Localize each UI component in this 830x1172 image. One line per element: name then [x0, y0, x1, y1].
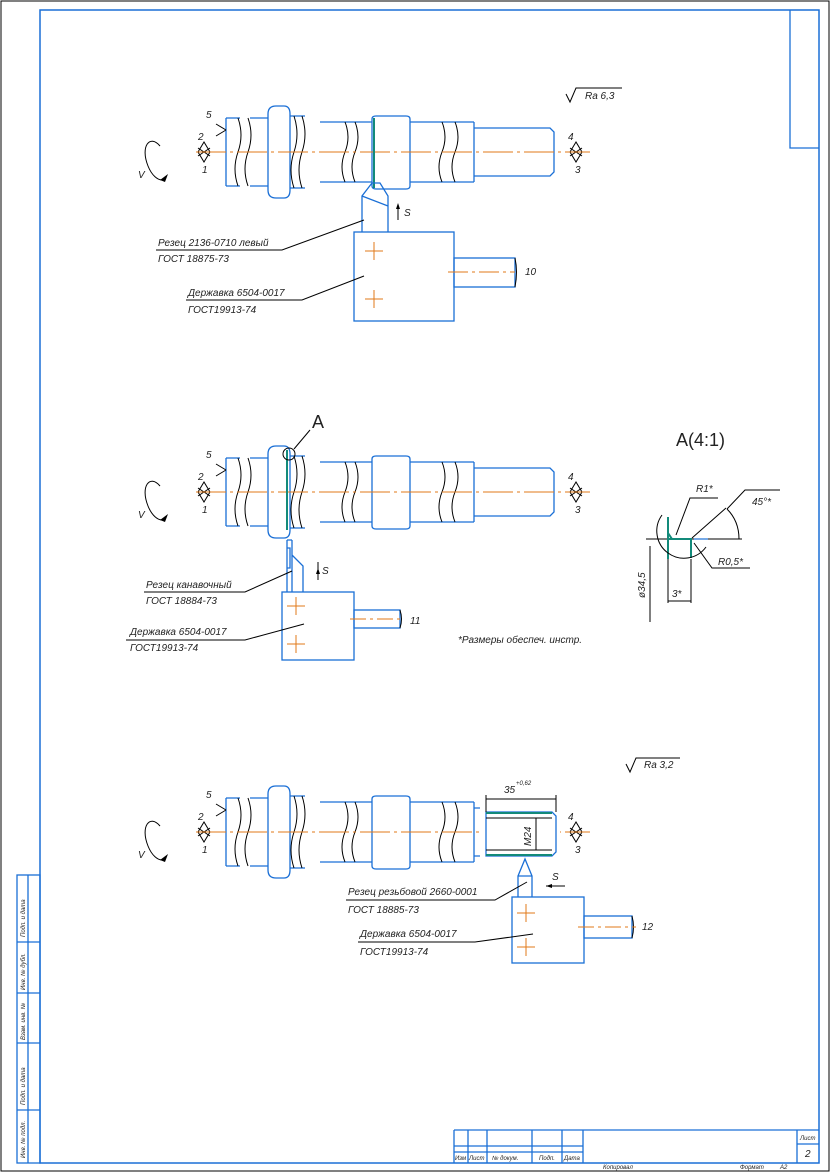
- stamp-inv-podl: Инв. № подл.: [20, 1121, 27, 1158]
- view-label-a: А: [312, 412, 324, 432]
- format-label: Формат: [740, 1165, 764, 1171]
- sheet-number: 2: [804, 1149, 811, 1160]
- cutter-label: Резец канавочный: [146, 580, 232, 591]
- col-podp: Подп.: [539, 1156, 555, 1162]
- copied-label: Копировал: [603, 1165, 633, 1171]
- base-mark: 3: [575, 505, 581, 516]
- base-mark: 4: [568, 812, 574, 823]
- base-mark: 1: [202, 505, 208, 516]
- operation-number: 12: [642, 922, 654, 933]
- operation-11: А 5 2 1 4 3 V S Резец канавочный ГОСТ 18…: [126, 412, 591, 661]
- feed-label: S: [322, 566, 329, 577]
- feed-label: S: [552, 872, 559, 883]
- base-mark: 4: [568, 472, 574, 483]
- operation-12: Ra 3,2 35 +0,62 M24 5 2 1 4 3 V S Резец …: [138, 757, 680, 964]
- cutter-std: ГОСТ 18875-73: [158, 254, 229, 265]
- holder-std: ГОСТ19913-74: [188, 305, 257, 316]
- stamp-inv-dubl: Инв. № дубл.: [20, 953, 27, 990]
- operation-10: Ra 6,3 5 2 1 4 3 V S Резец 2136-0710 лев…: [138, 87, 622, 322]
- base-mark: 3: [575, 165, 581, 176]
- base-mark: 5: [206, 110, 212, 121]
- base-mark: 4: [568, 132, 574, 143]
- base-mark: 1: [202, 165, 208, 176]
- side-stamp: Инв. № подл. Подп. и дата Взам. инв. № И…: [16, 874, 41, 1164]
- cutter-label: Резец резьбовой 2660-0001: [348, 886, 477, 898]
- width-3: 3*: [672, 589, 683, 600]
- length-35: 35: [504, 785, 516, 796]
- feed-label: S: [404, 208, 411, 219]
- roughness-12: Ra 3,2: [644, 760, 674, 771]
- stamp-podp-data-1: Подп. и дата: [21, 1067, 27, 1105]
- base-mark: 1: [202, 845, 208, 856]
- operation-number: 10: [525, 267, 537, 278]
- shaft-11: [144, 445, 591, 539]
- rotation-label: V: [138, 850, 146, 861]
- holder-label: Державка 6504-0017: [187, 288, 285, 299]
- title-block: Изм Лист № докум. Подп. Дата Лист 2 Копи…: [453, 1129, 819, 1171]
- angle-45: 45°*: [752, 497, 772, 508]
- col-list: Лист: [468, 1156, 484, 1162]
- shaft-10: [144, 105, 591, 199]
- base-mark: 3: [575, 845, 581, 856]
- base-mark: 5: [206, 790, 212, 801]
- radius-r05: R0,5*: [718, 557, 744, 568]
- roughness-10: Ra 6,3: [585, 91, 615, 102]
- base-mark: 2: [197, 472, 204, 483]
- diameter-34-5: ø34,5: [637, 572, 648, 598]
- col-izm: Изм: [455, 1156, 466, 1162]
- holder-label: Державка 6504-0017: [359, 929, 457, 940]
- sheet-label: Лист: [799, 1136, 815, 1142]
- base-mark: 5: [206, 450, 212, 461]
- holder-std: ГОСТ19913-74: [360, 947, 429, 958]
- detail-a: А(4:1) R1* 45°* R0,5* 3* ø34,5: [637, 430, 780, 622]
- rotation-label: V: [138, 170, 146, 181]
- holder-std: ГОСТ19913-74: [130, 643, 199, 654]
- cutter-label: Резец 2136-0710 левый: [158, 238, 269, 249]
- detail-title: А(4:1): [676, 430, 725, 450]
- stamp-vzam-inv: Взам. инв. №: [20, 1002, 27, 1040]
- note: *Размеры обеспеч. инстр.: [458, 634, 582, 646]
- base-mark: 2: [197, 132, 204, 143]
- tolerance: +0,62: [516, 781, 532, 787]
- thread-m24: M24: [523, 826, 534, 846]
- cutter-std: ГОСТ 18884-73: [146, 596, 217, 607]
- radius-r1: R1*: [696, 484, 714, 495]
- stamp-podp-data-2: Подп. и дата: [21, 899, 27, 937]
- cutter-std: ГОСТ 18885-73: [348, 905, 419, 916]
- col-data: Дата: [563, 1156, 580, 1162]
- operation-number: 11: [410, 616, 420, 627]
- holder-label: Державка 6504-0017: [129, 627, 227, 638]
- format-value: А2: [779, 1165, 788, 1171]
- rotation-label: V: [138, 510, 146, 521]
- col-doc: № докум.: [492, 1155, 518, 1162]
- base-mark: 2: [197, 812, 204, 823]
